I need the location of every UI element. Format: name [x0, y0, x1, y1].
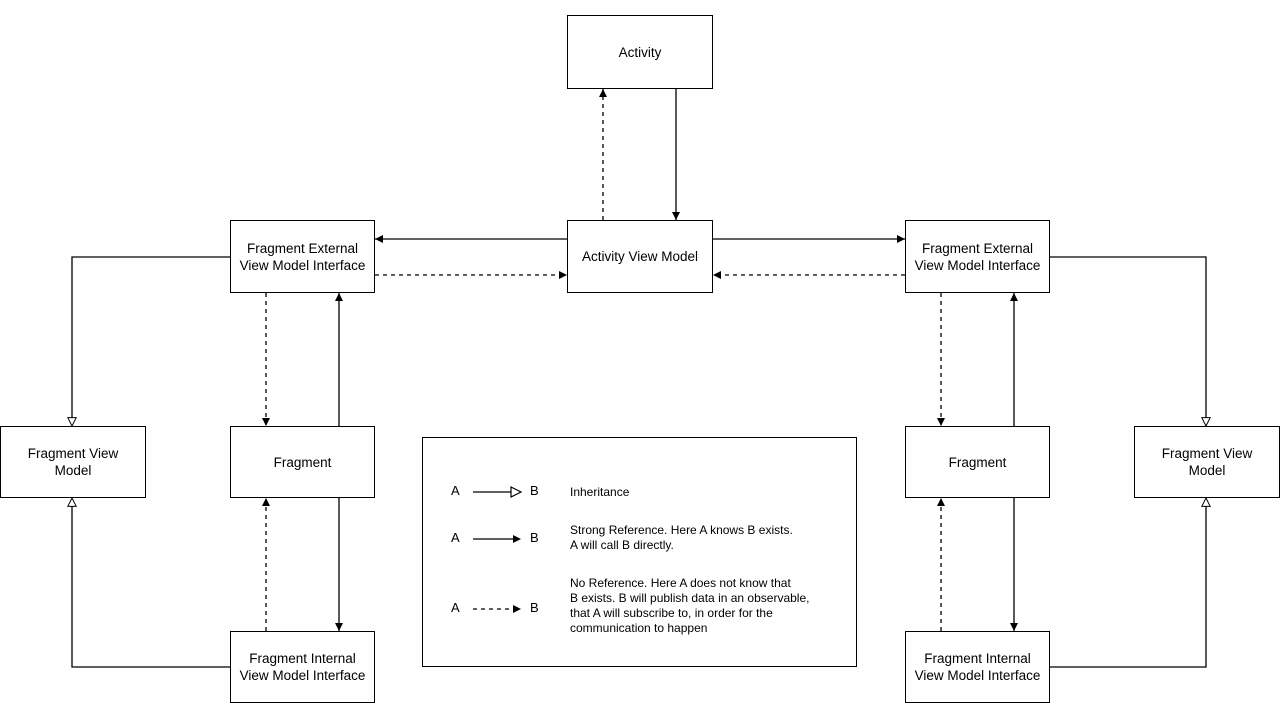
legend-b-label: B	[530, 600, 539, 615]
edge-left-internal-inherit	[72, 498, 230, 668]
fragment-internal-right-label: Fragment Internal View Model Interface	[914, 651, 1041, 683]
fragment-view-model-right-label: Fragment View Model	[1161, 446, 1253, 478]
edge-right-internal-inherit	[1050, 498, 1206, 668]
legend-inheritance-arrow	[473, 486, 523, 498]
legend-row-no-reference: A B No Reference. Here A does not know t…	[423, 576, 856, 640]
legend-a-label: A	[451, 530, 460, 545]
activity-box: Activity	[567, 15, 713, 89]
fragment-view-model-right-box: Fragment View Model	[1134, 426, 1280, 498]
fragment-external-left-label: Fragment External View Model Interface	[239, 240, 366, 273]
activity-label: Activity	[618, 44, 662, 60]
fragment-external-right-box: Fragment External View Model Interface	[905, 220, 1050, 293]
legend-no-reference-arrow	[473, 605, 521, 613]
fragment-left-box: Fragment	[230, 426, 375, 498]
legend-b-label: B	[530, 483, 539, 498]
fragment-external-right-label: Fragment External View Model Interface	[914, 240, 1041, 273]
legend-strong-text: Strong Reference. Here A knows B exists.…	[570, 523, 793, 552]
legend-box: A B Inheritance A B Strong Reference. He…	[422, 437, 857, 667]
edge-right-external-inherit	[1050, 256, 1206, 426]
legend-a-label: A	[451, 600, 460, 615]
legend-no-reference-text: No Reference. Here A does not know that …	[570, 576, 810, 635]
fragment-internal-left-box: Fragment Internal View Model Interface	[230, 631, 375, 703]
fragment-view-model-left-box: Fragment View Model	[0, 426, 146, 498]
fragment-internal-left-label: Fragment Internal View Model Interface	[239, 651, 366, 683]
fragment-left-label: Fragment	[273, 454, 332, 470]
legend-row-strong: A B Strong Reference. Here A knows B exi…	[423, 523, 856, 557]
fragment-right-box: Fragment	[905, 426, 1050, 498]
legend-inheritance-text: Inheritance	[570, 485, 630, 499]
legend-row-inheritance: A B Inheritance	[423, 482, 856, 502]
fragment-external-left-box: Fragment External View Model Interface	[230, 220, 375, 293]
activity-view-model-label: Activity View Model	[581, 249, 699, 264]
fragment-right-label: Fragment	[948, 454, 1007, 470]
legend-strong-arrow	[473, 535, 521, 543]
fragment-internal-right-box: Fragment Internal View Model Interface	[905, 631, 1050, 703]
fragment-view-model-left-label: Fragment View Model	[27, 446, 119, 478]
edge-left-external-inherit	[72, 256, 230, 426]
legend-a-label: A	[451, 483, 460, 498]
activity-view-model-box: Activity View Model	[567, 220, 713, 293]
legend-b-label: B	[530, 530, 539, 545]
